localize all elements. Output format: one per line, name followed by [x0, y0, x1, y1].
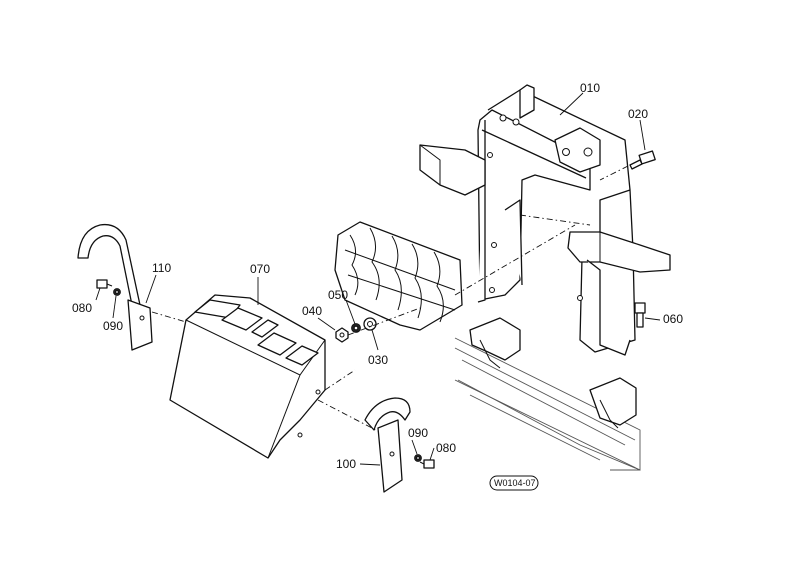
callout-labels: 010 020 030 040 050 060 070 080 090 110 …: [72, 81, 683, 471]
bolt-080-right: [419, 459, 435, 469]
callout-090-right: 090: [408, 426, 428, 440]
callout-090-left: 090: [103, 319, 123, 333]
machine-base-outline: [454, 337, 641, 471]
drawing-code-tag: W0104-07: [489, 475, 539, 491]
base-bracket-left: [469, 317, 521, 369]
lock-washer-050: [351, 323, 361, 333]
callout-060: 060: [663, 312, 683, 326]
callout-040: 040: [302, 304, 322, 318]
callout-010: 010: [580, 81, 600, 95]
callout-080-left: 080: [72, 301, 92, 315]
washer-090-left: [113, 288, 121, 296]
washer-090-right: [414, 454, 422, 462]
cover-070: [169, 294, 396, 459]
leader-lines: [95, 92, 661, 466]
callout-100: 100: [336, 457, 356, 471]
callout-080-right: 080: [436, 441, 456, 455]
callout-110: 110: [152, 261, 171, 275]
nut-040: [335, 327, 349, 343]
bolt-020: [599, 150, 656, 181]
drawing-code: W0104-07: [494, 478, 536, 488]
bolt-060: [634, 302, 646, 328]
tine-rotor-assembly: [334, 214, 591, 331]
callout-050: 050: [328, 288, 348, 302]
callout-030: 030: [368, 353, 388, 367]
bolt-080-left: [96, 279, 113, 289]
callout-070: 070: [250, 262, 270, 276]
base-bracket-right: [589, 377, 637, 429]
main-frame-bracket: [419, 84, 671, 356]
handle-bracket-110: [77, 223, 187, 351]
handle-bracket-100: [364, 397, 411, 493]
callout-020: 020: [628, 107, 648, 121]
